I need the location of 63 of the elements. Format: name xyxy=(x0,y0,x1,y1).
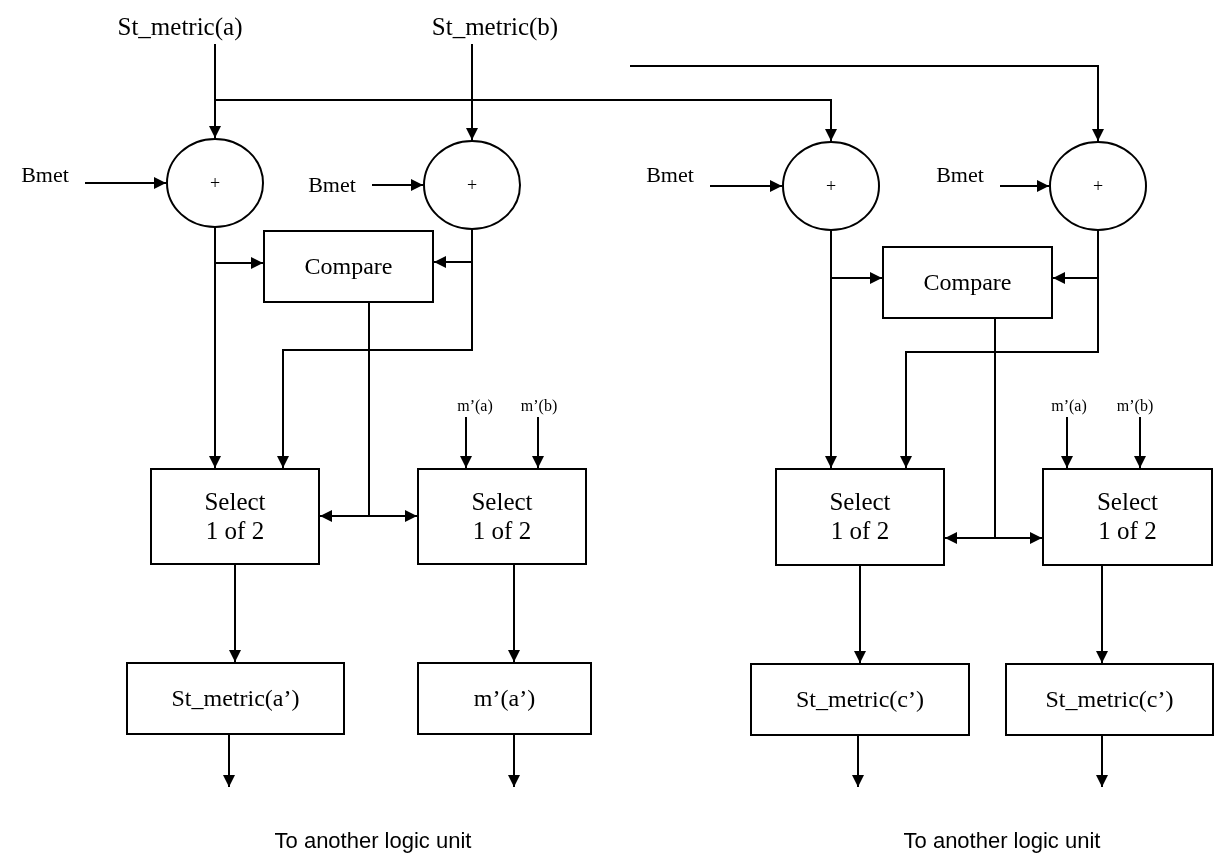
signal-label: Bmet xyxy=(630,160,710,190)
arrow xyxy=(1061,416,1073,469)
box-label: Select 1 of 2 xyxy=(1095,488,1160,546)
box-label: Compare xyxy=(923,268,1012,297)
process-box xyxy=(417,468,587,565)
arrow xyxy=(629,65,1104,142)
arrow xyxy=(84,177,167,189)
process-box xyxy=(150,468,320,565)
signal-label: Bmet xyxy=(920,160,1000,190)
box-label: St_metric(a’) xyxy=(171,684,300,713)
adder-circle xyxy=(782,141,880,231)
arrow xyxy=(1134,416,1146,469)
arrow xyxy=(223,734,235,788)
process-box xyxy=(1005,663,1214,736)
arrow xyxy=(371,179,424,191)
box-label: m’(a’) xyxy=(473,684,536,713)
adder-circle xyxy=(166,138,264,228)
box-label: St_metric(c’) xyxy=(1045,685,1174,714)
arrow xyxy=(852,735,864,788)
output-note: To another logic unit xyxy=(903,828,1101,854)
process-box xyxy=(775,468,945,566)
signal-label: Bmet xyxy=(5,160,85,190)
arrow xyxy=(532,416,544,469)
signal-label: Bmet xyxy=(292,170,372,200)
arrow xyxy=(825,230,837,469)
arrow xyxy=(466,43,478,141)
arrow xyxy=(460,416,472,469)
arrow xyxy=(854,565,866,664)
process-box xyxy=(126,662,345,735)
arrow xyxy=(368,302,418,522)
signal-label: m’(a) xyxy=(1038,395,1100,417)
adder-circle xyxy=(1049,141,1147,231)
signal-label: m’(b) xyxy=(508,395,570,417)
process-box xyxy=(263,230,434,303)
arrow xyxy=(994,318,1043,544)
arrow xyxy=(508,734,520,788)
plus-sign: + xyxy=(825,175,837,197)
process-box xyxy=(882,246,1053,319)
arrow xyxy=(1096,735,1108,788)
arrow xyxy=(999,180,1050,192)
box-label: St_metric(c’) xyxy=(796,685,924,714)
adder-circle xyxy=(423,140,521,230)
box-label: Select 1 of 2 xyxy=(828,488,892,546)
arrow xyxy=(214,43,837,142)
box-label: Compare xyxy=(304,252,393,281)
signal-label: St_metric(b) xyxy=(410,10,580,44)
signal-label: St_metric(a) xyxy=(95,10,265,44)
arrow xyxy=(1096,565,1108,664)
process-box xyxy=(750,663,970,736)
plus-sign: + xyxy=(209,172,221,194)
arrow xyxy=(229,564,241,663)
plus-sign: + xyxy=(466,174,478,196)
arrow xyxy=(709,180,783,192)
process-box xyxy=(1042,468,1213,566)
arrow xyxy=(508,564,520,663)
signal-label: m’(a) xyxy=(444,395,506,417)
box-label: Select 1 of 2 xyxy=(203,487,267,546)
plus-sign: + xyxy=(1092,175,1104,197)
box-label: Select 1 of 2 xyxy=(470,487,534,546)
output-note: To another logic unit xyxy=(274,828,472,854)
arrow xyxy=(209,227,221,469)
process-box xyxy=(417,662,592,735)
signal-label: m’(b) xyxy=(1104,395,1166,417)
